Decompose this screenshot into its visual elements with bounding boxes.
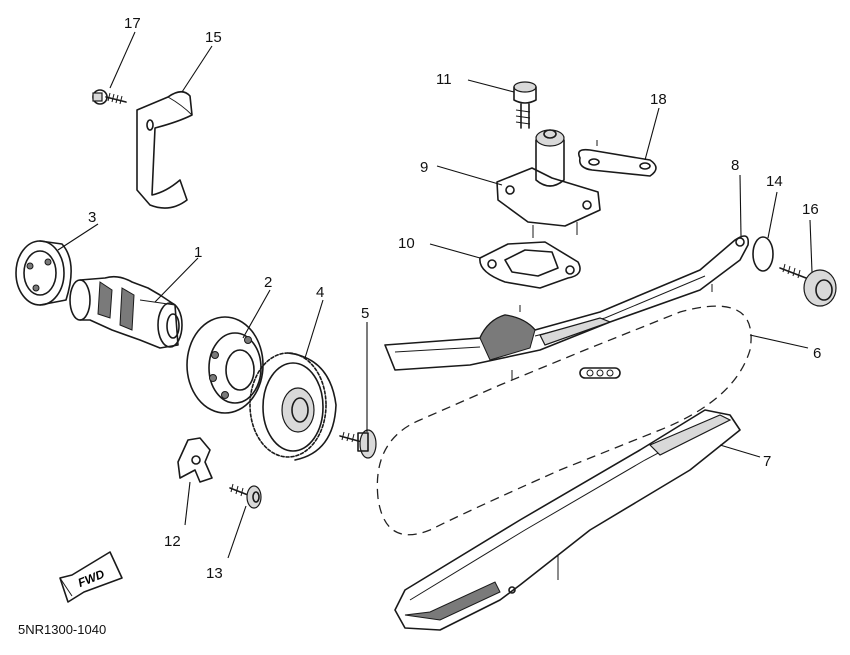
callout-8: 8 [731, 157, 739, 174]
callout-10: 10 [398, 235, 415, 252]
callout-2: 2 [264, 274, 272, 291]
part-5-bolt [339, 429, 377, 459]
part-9-tensioner [496, 129, 601, 238]
part-8-guide [384, 235, 750, 380]
drawing-code: 5NR1300-1040 [18, 622, 106, 637]
part-1-camshaft [69, 275, 183, 349]
part-15-bracket [136, 90, 193, 209]
callout-numbers: 1 2 3 4 5 6 7 8 9 10 11 12 13 14 15 16 1… [88, 15, 821, 582]
callout-11: 11 [436, 71, 452, 88]
callout-15: 15 [205, 29, 222, 46]
callout-6: 6 [813, 345, 821, 362]
callout-17: 17 [124, 15, 141, 32]
callout-5: 5 [361, 305, 369, 322]
part-12-lock-washer [177, 437, 213, 483]
part-7-chain-guide [394, 409, 741, 631]
callout-3: 3 [88, 209, 96, 226]
callout-4: 4 [316, 284, 324, 301]
callout-14: 14 [766, 173, 783, 190]
part-13-bolt [229, 483, 262, 509]
callout-7: 7 [763, 453, 771, 470]
fwd-arrow: FWD [59, 551, 123, 603]
leader-lines [57, 31, 813, 559]
part-10-gasket [479, 241, 581, 289]
callout-16: 16 [802, 201, 819, 218]
callout-12: 12 [164, 533, 181, 550]
part-18-plate [577, 140, 657, 177]
part-14-o-ring [752, 236, 774, 272]
part-11-bolt [513, 81, 537, 129]
callout-1: 1 [194, 244, 202, 261]
part-6-chain [376, 305, 752, 536]
part-3-bearing [15, 240, 72, 306]
part-4-sprocket [249, 352, 337, 461]
callout-13: 13 [206, 565, 223, 582]
callout-9: 9 [420, 159, 428, 176]
callout-18: 18 [650, 91, 667, 108]
part-17-bolt [92, 89, 127, 105]
part-16-bolt [779, 263, 837, 307]
part-2-bearing [186, 316, 264, 414]
